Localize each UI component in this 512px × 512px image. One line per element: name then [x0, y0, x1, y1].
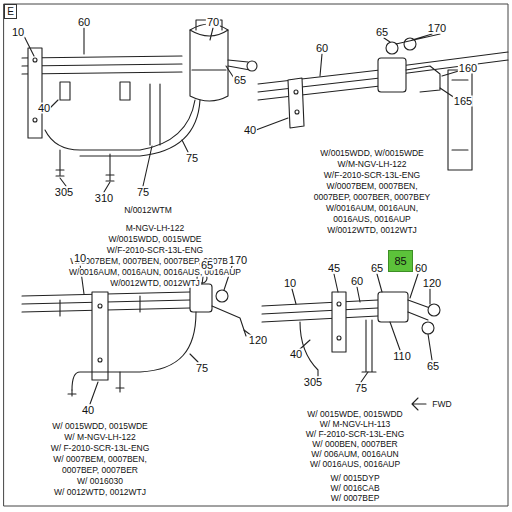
callout-number: 75	[136, 187, 150, 198]
applicability-note: W/ 0007BEM, 0007BEN,	[52, 455, 148, 464]
applicability-note: W/ 0016030	[76, 477, 124, 486]
callout-number: 10	[283, 278, 297, 289]
applicability-note: W/0015WDD, 0015WDE	[107, 235, 202, 244]
applicability-note: W/ 0015WDD, 0015WDE	[51, 422, 148, 431]
applicability-note: 0007BEP, 0007BER	[61, 466, 139, 475]
applicability-note: M-NGV-LH-122	[125, 224, 186, 233]
callout-number: 10	[11, 27, 25, 38]
callout-number: 70	[206, 17, 220, 28]
applicability-note: W/M-NGV-LH-122	[337, 160, 408, 169]
applicability-note: W/0016AUM, 0016AUN, 0016AUS, 0016AUP	[68, 268, 242, 277]
applicability-note: W/ 0016AUS, 0016AUP	[309, 460, 401, 469]
applicability-note: W/ 000BEN, 0007BER	[311, 440, 399, 449]
callout-number: 60	[315, 43, 329, 54]
node-text: E	[7, 7, 14, 17]
callout-number: 170	[228, 255, 248, 266]
applicability-note: W/ F-2010-SCR-13L-ENG	[50, 444, 151, 453]
callout-number: 60	[414, 263, 428, 274]
applicability-note: W/0015WDD, W/0015WDE	[319, 149, 424, 158]
callout-number: 75	[354, 383, 368, 394]
callout-number: 40	[243, 125, 257, 136]
callout-number: 75	[195, 363, 209, 374]
callout-number: 75	[185, 153, 199, 164]
callout-number: 60	[350, 276, 364, 287]
callout-number: 65	[200, 260, 214, 271]
callout-number: 45	[327, 263, 341, 274]
callout-number: 305	[303, 377, 323, 388]
applicability-note: W/F-2010-SCR-13L-ENG	[323, 171, 421, 180]
applicability-note: FWD	[431, 400, 452, 409]
callout-number: 305	[54, 187, 74, 198]
applicability-note: W/ M-NGV-LH-122	[63, 433, 136, 442]
applicability-note: W/0012WTD, 0012WTJ	[109, 279, 201, 288]
callout-number: 65	[370, 263, 384, 274]
applicability-note: W/ 0015WDE, 0015WDD	[306, 410, 403, 419]
callout-number: 310	[94, 193, 114, 204]
callout-number: 120	[248, 335, 268, 346]
applicability-note: W/ 0016CAB	[329, 484, 380, 493]
applicability-note: W/ 0012WTD, 0012WTJ	[53, 488, 147, 497]
callout-number: 120	[422, 278, 442, 289]
applicability-note: N/0012WTM	[123, 206, 173, 215]
applicability-note: W/ 0015DYP	[329, 474, 380, 483]
callout-number: 10	[73, 253, 87, 264]
applicability-note: 0007BEP, 0007BER, 0007BEY	[313, 193, 432, 202]
applicability-note: 0016AUS, 0016AUP	[332, 215, 412, 224]
callout-number: 170	[427, 23, 447, 34]
callout-number: 40	[37, 103, 51, 114]
callout-number: 65	[233, 75, 247, 86]
applicability-note: W/ 0007BEP	[330, 494, 381, 503]
applicability-note: W/0012WTD, 0012WTJ	[326, 226, 418, 235]
sheet-letter-box: E	[4, 4, 17, 19]
applicability-note: W/0016AUM, 0016AUN,	[325, 204, 419, 213]
node-text: 85	[394, 256, 406, 267]
callout-number: 160	[458, 63, 478, 74]
applicability-note: W/F-2010-SCR-13L-ENG	[106, 246, 204, 255]
callout-number: 40	[81, 405, 95, 416]
callout-number: 110	[392, 351, 412, 362]
callout-number: 40	[289, 349, 303, 360]
applicability-note: W/ M-NGV-LH-113	[319, 420, 392, 429]
applicability-note: W/ 006AUM, 0016AUN	[310, 450, 399, 459]
applicability-note: W/0007BEM, 0007BEN,	[325, 182, 418, 191]
highlight-callout-box: 85	[388, 250, 413, 272]
callout-number: 65	[375, 27, 389, 38]
applicability-note: W/0007BEM, 0007BEN, 0007BEP, 0007BER	[69, 257, 240, 266]
applicability-note: W/ F-2010-SCR-13L-ENG	[305, 430, 406, 439]
callout-number: 65	[426, 361, 440, 372]
callout-number: 165	[453, 96, 473, 107]
callout-number: 60	[77, 17, 91, 28]
